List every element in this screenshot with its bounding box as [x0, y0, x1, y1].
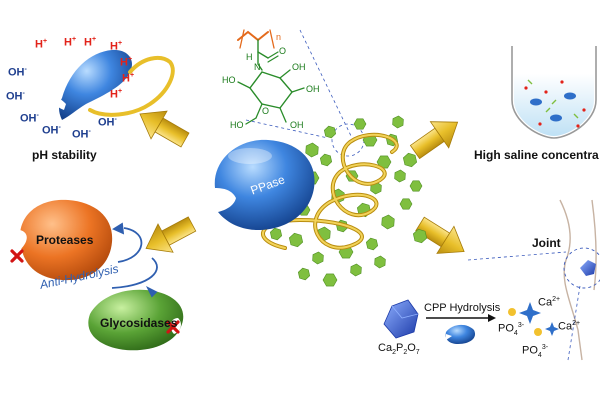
sugar-hexagon: [305, 142, 319, 158]
cpp-crystal-icon: [383, 299, 419, 339]
zoom-line-left: [245, 119, 329, 139]
oh-ion-2: OH-: [6, 90, 25, 103]
h-ion-5: H+: [120, 56, 133, 69]
calcium-ion-label-1: Ca2+: [538, 296, 561, 309]
calcium-dot-1: [508, 308, 516, 316]
oh-ion-4: OH-: [42, 124, 61, 137]
ph-enzyme-icon: [52, 49, 175, 121]
phosphate-ion-label-2: PO43-: [522, 344, 549, 359]
hydroxyl-label-4: OH: [290, 120, 304, 130]
sugar-hexagon: [392, 115, 404, 129]
hydroxyl-label-5: HO: [230, 120, 244, 130]
oh-ion-5: OH-: [72, 128, 91, 141]
glycopolymer-structure: [237, 29, 305, 125]
sugar-hexagon: [394, 169, 406, 183]
oh-ion-3: OH-: [20, 112, 39, 125]
ring-oxygen: O: [262, 106, 270, 116]
protease-label: Proteases: [36, 233, 94, 247]
sugar-hexagon: [353, 118, 367, 130]
cpp-reaction-arrow: [426, 314, 496, 322]
oh-ion-6: OH-: [98, 116, 117, 129]
arrow-to-saline: [409, 121, 459, 160]
protease-blob: [15, 199, 113, 281]
h-ion-2: H+: [64, 36, 77, 49]
sugar-hexagon: [323, 125, 337, 139]
h-ion-4: H+: [110, 40, 123, 53]
saline-tube: [511, 46, 597, 139]
arrow-to-joint: [415, 216, 465, 254]
phosphate-ion-label-1: PO43-: [498, 322, 525, 337]
sugar-hexagon: [288, 232, 304, 248]
sugar-hexagon: [412, 228, 428, 244]
joint-zoom-circle: [563, 247, 600, 289]
amide-nitrogen: N: [254, 62, 261, 72]
cpp-enzyme-icon: [445, 324, 476, 344]
sugar-hexagon: [322, 273, 338, 287]
joint-crystal-icon: [580, 260, 596, 276]
h-ion-1: H+: [35, 38, 48, 51]
ph-stability-caption: pH stability: [32, 148, 97, 162]
saline-caption: High saline concentra: [474, 148, 599, 162]
carbonyl-oxygen: O: [279, 46, 287, 56]
polymer-helix: [261, 132, 399, 250]
anti-hydrolysis-arrows: [111, 222, 158, 298]
cpp-hydrolysis-label: CPP Hydrolysis: [424, 302, 501, 314]
repeat-unit-label: n: [276, 32, 282, 42]
calcium-ion-label-2: Ca2+: [558, 320, 581, 333]
sugar-hexagon: [297, 267, 311, 281]
zoom-line-right: [299, 29, 353, 139]
sugar-hexagon: [399, 198, 413, 210]
hydroxyl-label-1: HO: [222, 75, 236, 85]
hydroxyl-label-2: OH: [292, 62, 306, 72]
sugar-hexagon: [376, 155, 392, 169]
oh-ion-1: OH-: [8, 66, 27, 79]
sugar-hexagon: [381, 214, 395, 230]
sugar-hexagon: [409, 180, 423, 192]
sugar-hexagon: [319, 153, 333, 167]
arrow-to-ph: [139, 110, 190, 148]
h-ion-7: H+: [110, 88, 123, 101]
sparkle-icon: [519, 302, 559, 336]
h-ion-3: H+: [84, 36, 97, 49]
sugar-hexagon: [402, 152, 418, 168]
sugar-hexagon: [269, 227, 283, 241]
joint-leg-outline: [559, 199, 597, 361]
cross-icon-glycosidase: [166, 320, 180, 334]
calcium-dot-2: [534, 328, 542, 336]
pyrophosphate-formula: Ca2P2O7: [378, 342, 420, 357]
sugar-hexagon: [374, 255, 386, 269]
amide-hydrogen: H: [246, 52, 253, 62]
glycosidase-label: Glycosidases: [100, 316, 178, 330]
arrow-to-hydrolysis: [145, 216, 197, 253]
hydroxyl-label-3: OH: [306, 84, 320, 94]
sugar-hexagon: [350, 263, 362, 277]
joint-title: Joint: [532, 236, 561, 250]
sugar-hexagon: [365, 237, 379, 251]
joint-zoom-line-bottom: [567, 285, 581, 361]
joint-zoom-line-top: [467, 251, 567, 261]
ppase-enzyme-icon: [214, 139, 315, 230]
h-ion-6: H+: [122, 72, 135, 85]
cross-icon-protease: [10, 249, 24, 263]
sugar-hexagon: [312, 251, 324, 265]
